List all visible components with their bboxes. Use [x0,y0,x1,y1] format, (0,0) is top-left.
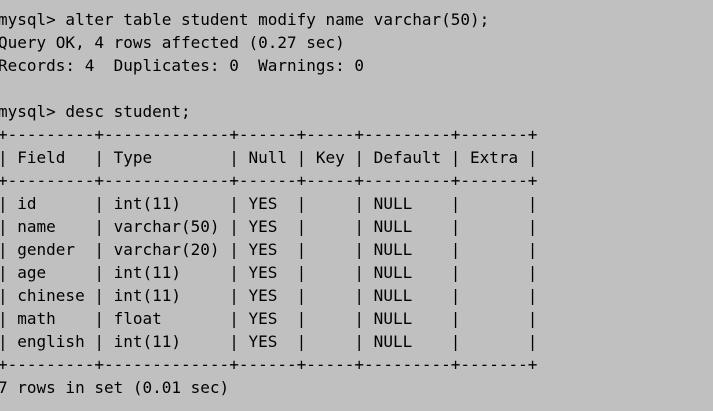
table-row: | chinese | int(11) | YES | | NULL | | [0,286,538,305]
table-row: | math | float | YES | | NULL | | [0,309,538,328]
command-desc-student: mysql> desc student; [0,102,191,121]
table-row: | age | int(11) | YES | | NULL | | [0,263,538,282]
table-border-bottom: +---------+-------------+------+-----+--… [0,355,538,374]
table-row: | name | varchar(50) | YES | | NULL | | [0,217,538,236]
records-summary: Records: 4 Duplicates: 0 Warnings: 0 [0,56,365,75]
table-row: | id | int(11) | YES | | NULL | | [0,194,538,213]
table-border-header: +---------+-------------+------+-----+--… [0,171,538,190]
query-ok-message: Query OK, 4 rows affected (0.27 sec) [0,33,345,52]
table-border-top: +---------+-------------+------+-----+--… [0,125,538,144]
table-row: | gender | varchar(20) | YES | | NULL | … [0,240,538,259]
rows-in-set-summary: 7 rows in set (0.01 sec) [0,378,230,397]
table-header-row: | Field | Type | Null | Key | Default | … [0,148,538,167]
table-row: | english | int(11) | YES | | NULL | | [0,332,538,351]
command-alter-table: mysql> alter table student modify name v… [0,10,490,29]
